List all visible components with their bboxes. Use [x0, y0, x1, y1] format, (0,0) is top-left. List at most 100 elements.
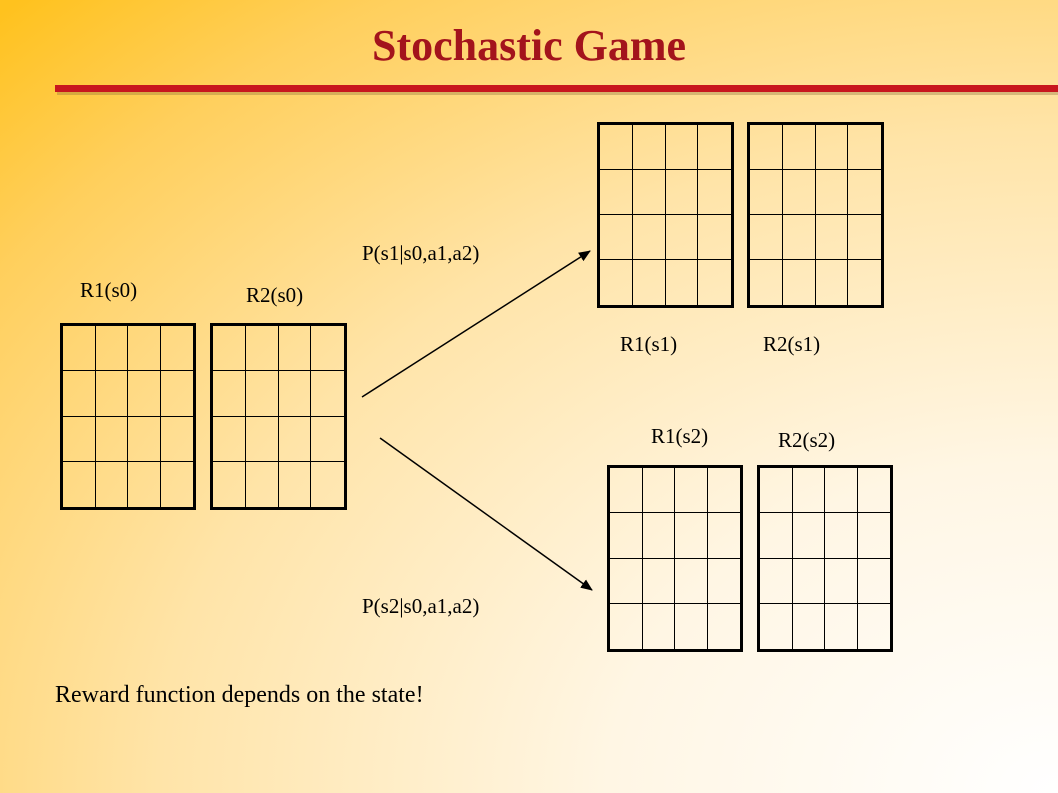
matrix-cell [857, 468, 890, 514]
arrow-to-s2 [379, 437, 593, 591]
matrix-cell [825, 513, 858, 559]
matrix-cell [750, 260, 783, 305]
matrix-cell [600, 170, 633, 215]
r1-s0-matrix [60, 323, 196, 510]
matrix-cell [815, 170, 849, 215]
matrix-cell [213, 461, 246, 507]
matrix-cell [665, 125, 699, 170]
slide-title: Stochastic Game [371, 21, 687, 70]
matrix-cell [213, 326, 246, 372]
matrix-cell [782, 215, 816, 260]
matrix-cell [213, 371, 246, 417]
matrix-cell [792, 558, 825, 604]
matrix-cell [782, 125, 816, 170]
matrix-cell [246, 461, 279, 507]
transition-s2-label: P(s2|s0,a1,a2) [362, 594, 480, 618]
matrix-cell [610, 513, 643, 559]
matrix-cell [278, 326, 312, 372]
matrix-cell [848, 215, 881, 260]
matrix-cell [750, 125, 783, 170]
matrix-cell [857, 559, 890, 604]
matrix-cell [160, 326, 193, 372]
footer-note: Reward function depends on the state! [55, 682, 424, 708]
matrix-cell [698, 170, 731, 215]
matrix-cell [642, 513, 675, 559]
matrix-cell [792, 513, 825, 559]
matrix-cell [63, 326, 96, 372]
matrix-cell [792, 468, 825, 514]
matrix-cell [665, 170, 699, 215]
title-divider-shadow [57, 92, 1058, 95]
matrix-cell [279, 461, 312, 507]
matrix-cell [782, 170, 816, 215]
matrix-cell [278, 371, 312, 417]
matrix-cell [666, 260, 699, 305]
matrix-cell [278, 416, 312, 462]
matrix-cell [760, 603, 793, 649]
r2-s1-label: R2(s1) [763, 332, 821, 356]
r1-s1-label: R1(s1) [620, 332, 678, 356]
matrix-cell [760, 513, 793, 559]
matrix-cell [95, 371, 128, 417]
matrix-cell [95, 416, 128, 462]
matrix-cell [825, 603, 858, 649]
matrix-cell [698, 125, 731, 170]
matrix-cell [643, 603, 675, 649]
matrix-cell [698, 215, 731, 260]
matrix-cell [600, 215, 633, 260]
r2-s0-label: R2(s0) [246, 283, 304, 307]
matrix-cell [63, 416, 96, 462]
matrix-cell [848, 125, 881, 170]
matrix-cell [128, 416, 161, 462]
matrix-cell [815, 215, 849, 260]
r2-s2-label: R2(s2) [778, 428, 836, 452]
matrix-cell [632, 170, 666, 215]
matrix-cell [857, 513, 890, 559]
matrix-cell [642, 468, 675, 514]
r1-s2-matrix [607, 465, 743, 652]
r2-s2-matrix [757, 465, 893, 652]
matrix-cell [160, 371, 193, 417]
matrix-cell [632, 125, 666, 170]
matrix-cell [245, 371, 279, 417]
matrix-cell [760, 558, 793, 604]
matrix-cell [675, 513, 708, 559]
matrix-cell [815, 125, 849, 170]
matrix-cell [160, 417, 193, 462]
matrix-cell [760, 468, 793, 514]
matrix-cell [665, 215, 699, 260]
matrix-cell [600, 260, 633, 305]
matrix-cell [610, 558, 643, 604]
matrix-cell [95, 326, 128, 372]
r1-s0-label: R1(s0) [80, 278, 138, 302]
matrix-cell [675, 603, 708, 649]
matrix-cell [128, 461, 161, 507]
matrix-cell [96, 461, 128, 507]
matrix-cell [707, 513, 740, 559]
matrix-cell [707, 559, 740, 604]
matrix-cell [128, 326, 161, 372]
matrix-cell [128, 371, 161, 417]
matrix-cell [245, 326, 279, 372]
matrix-cell [600, 125, 633, 170]
matrix-cell [675, 468, 708, 514]
matrix-cell [311, 371, 344, 417]
matrix-cell [632, 215, 666, 260]
matrix-cell [825, 558, 858, 604]
matrix-cell [213, 416, 246, 462]
matrix-cell [245, 416, 279, 462]
matrix-cell [311, 326, 344, 372]
r1-s2-label: R1(s2) [651, 424, 709, 448]
matrix-cell [793, 603, 825, 649]
matrix-cell [610, 468, 643, 514]
matrix-cell [642, 558, 675, 604]
matrix-cell [707, 468, 740, 514]
matrix-cell [750, 170, 783, 215]
r2-s0-matrix [210, 323, 347, 510]
r1-s1-matrix [597, 122, 734, 308]
arrow-to-s1 [361, 250, 591, 398]
matrix-cell [311, 417, 344, 462]
matrix-cell [750, 215, 783, 260]
transition-s1-label: P(s1|s0,a1,a2) [362, 241, 480, 265]
